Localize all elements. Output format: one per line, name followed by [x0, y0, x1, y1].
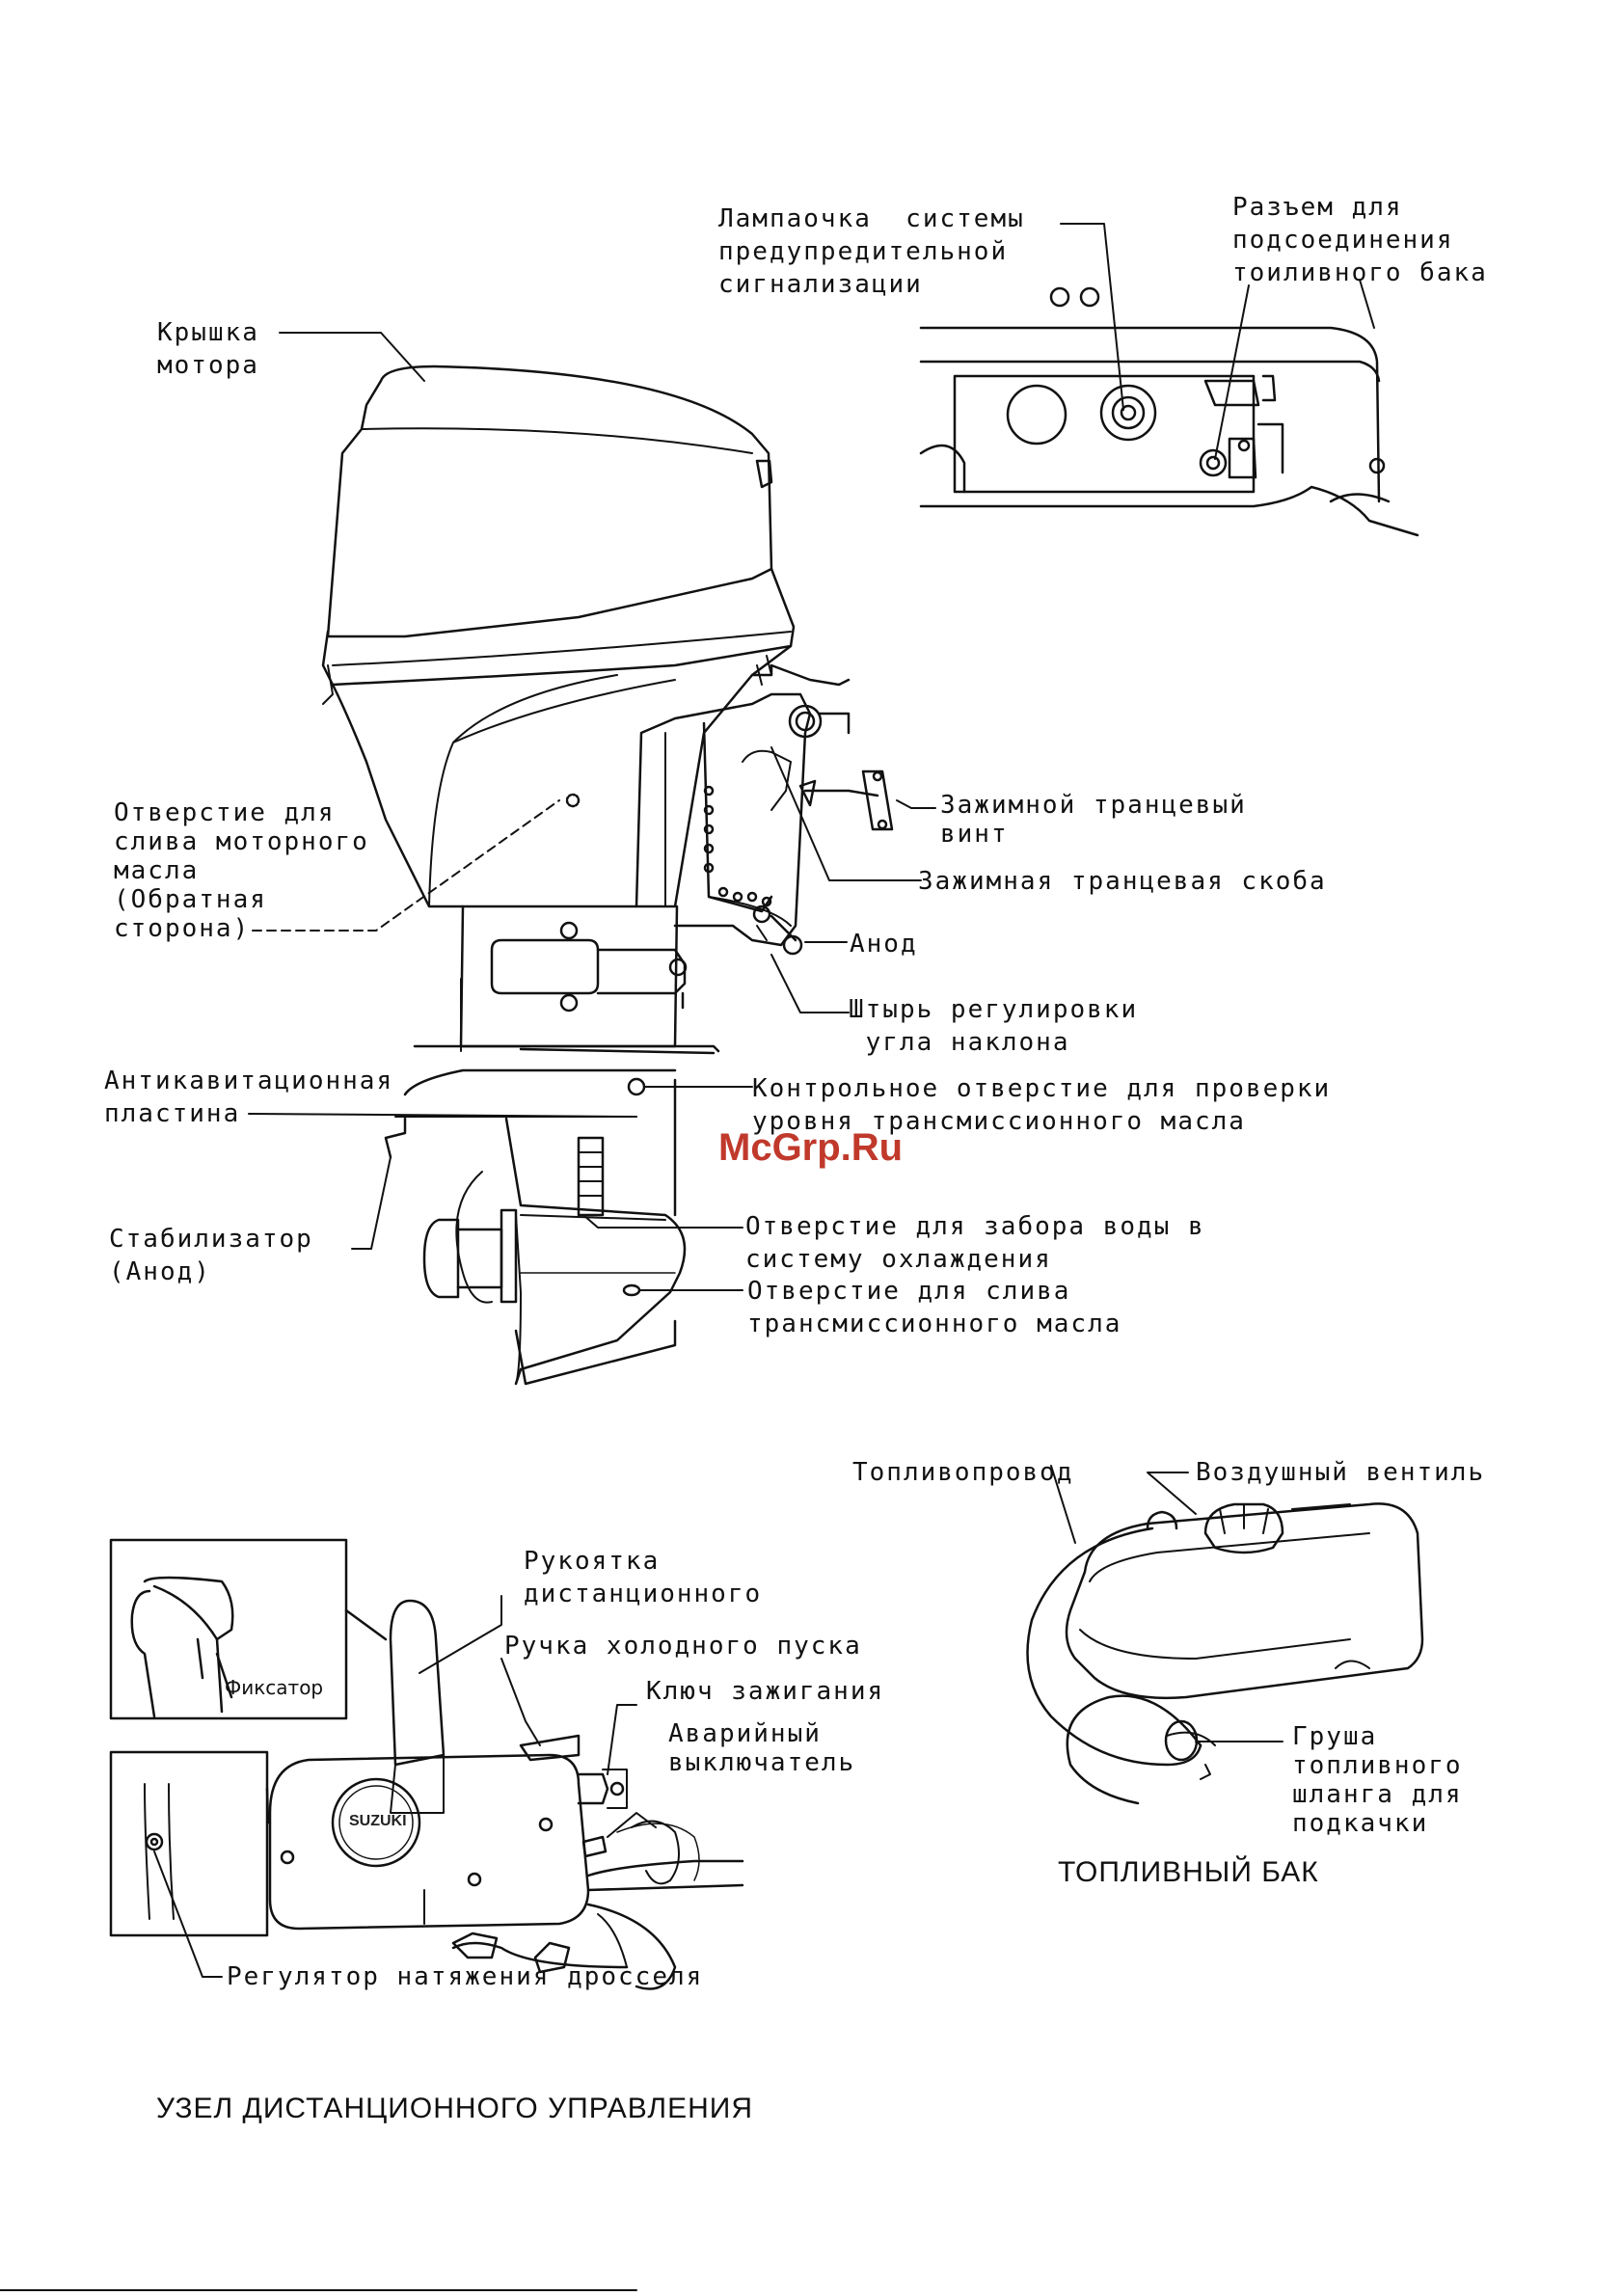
label-oil-drain: Отверстие для слива моторного масла (Обр… — [114, 798, 369, 943]
label-stabilizer: Стабилизатор (Анод) — [109, 1225, 313, 1286]
label-motor-cover: Крышка мотора — [157, 318, 259, 380]
label-lock: Фиксатор — [225, 1676, 324, 1699]
label-throttle-tension: Регулятор натяжения дросселя — [227, 1962, 704, 1991]
title-remote-control: УЗЕЛ ДИСТАНЦИОННОГО УПРАВЛЕНИЯ — [156, 2093, 753, 2124]
fuel-tank — [1026, 1465, 1424, 1805]
title-fuel-tank: ТОПЛИВНЫЙ БАК — [1058, 1856, 1319, 1888]
label-gear-oil-drain: Отверстие для слива трансмиссионного мас… — [747, 1277, 1122, 1338]
label-clamp-bracket: Зажимная транцевая скоба — [918, 867, 1327, 896]
label-anode: Анод — [850, 930, 918, 959]
label-primer-bulb: Груша топливного шланга для подкачки — [1292, 1722, 1463, 1838]
remote-control-box — [109, 1538, 744, 1990]
outboard-motor — [248, 332, 936, 1386]
label-anticavitation: Антикавитационная пластина — [104, 1067, 394, 1128]
label-water-intake: Отверстие для забора воды в систему охла… — [745, 1212, 1205, 1274]
label-fuel-connector: Разъем для подсоединения тоиливного бака — [1232, 193, 1488, 287]
label-warning-lamp: Лампаочка системы предупредительной сигн… — [718, 204, 1025, 299]
label-air-vent: Воздушный вентиль — [1196, 1458, 1486, 1487]
watermark: McGrp.Ru — [718, 1126, 904, 1169]
control-panel-inset — [919, 223, 1419, 537]
label-ignition-key: Ключ зажигания — [646, 1677, 885, 1706]
label-remote-handle: Рукоятка дистанционного — [524, 1547, 763, 1608]
label-cold-start: Ручка холодного пуска — [504, 1632, 862, 1661]
label-fuel-line: Топливопровод — [852, 1458, 1074, 1487]
label-emergency-switch: Аварийный выключатель — [668, 1719, 856, 1777]
label-trim-rod: Штырь регулировки угла наклона — [849, 995, 1139, 1057]
label-clamp-screw: Зажимной транцевый винт — [940, 791, 1247, 849]
label-gear-oil-check: Контрольное отверстие для проверки уровн… — [752, 1074, 1332, 1136]
suzuki-logo: SUZUKI — [349, 1813, 407, 1829]
